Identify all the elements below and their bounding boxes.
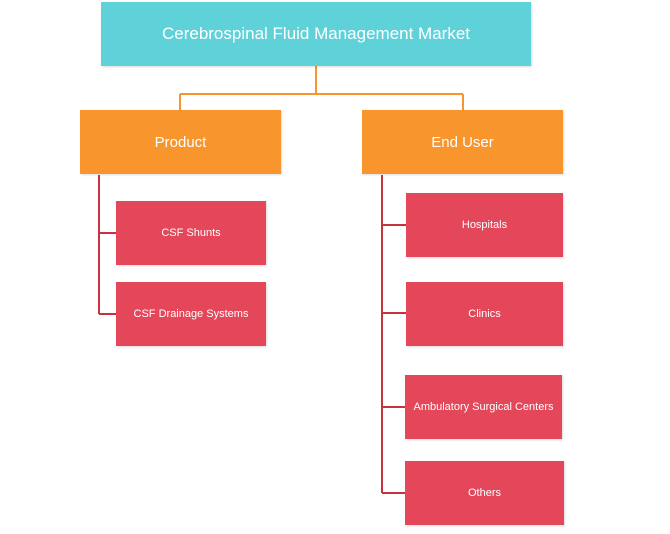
leaf-node-ambulatory-surgical-centers: Ambulatory Surgical Centers (405, 375, 562, 439)
root-label: Cerebrospinal Fluid Management Market (161, 24, 471, 43)
leaf-node-others: Others (405, 461, 564, 525)
leaf-node-csf-drainage-systems: CSF Drainage Systems (116, 282, 266, 346)
leaf-label: CSF Drainage Systems (133, 308, 249, 320)
leaf-label: Others (467, 487, 501, 499)
leaf-label: Hospitals (461, 219, 508, 231)
root-node: Cerebrospinal Fluid Management Market (101, 2, 531, 66)
branch-label: End User (431, 133, 494, 151)
leaf-node-csf-shunts: CSF Shunts (116, 201, 266, 265)
leaf-label: Ambulatory Surgical Centers (413, 401, 554, 413)
leaf-label: CSF Shunts (161, 227, 221, 239)
leaf-node-hospitals: Hospitals (406, 193, 563, 257)
branch-node-product: Product (80, 110, 281, 174)
leaf-label: Clinics (468, 308, 501, 320)
branch-label: Product (154, 133, 207, 151)
branch-node-end-user: End User (362, 110, 563, 174)
leaf-node-clinics: Clinics (406, 282, 563, 346)
